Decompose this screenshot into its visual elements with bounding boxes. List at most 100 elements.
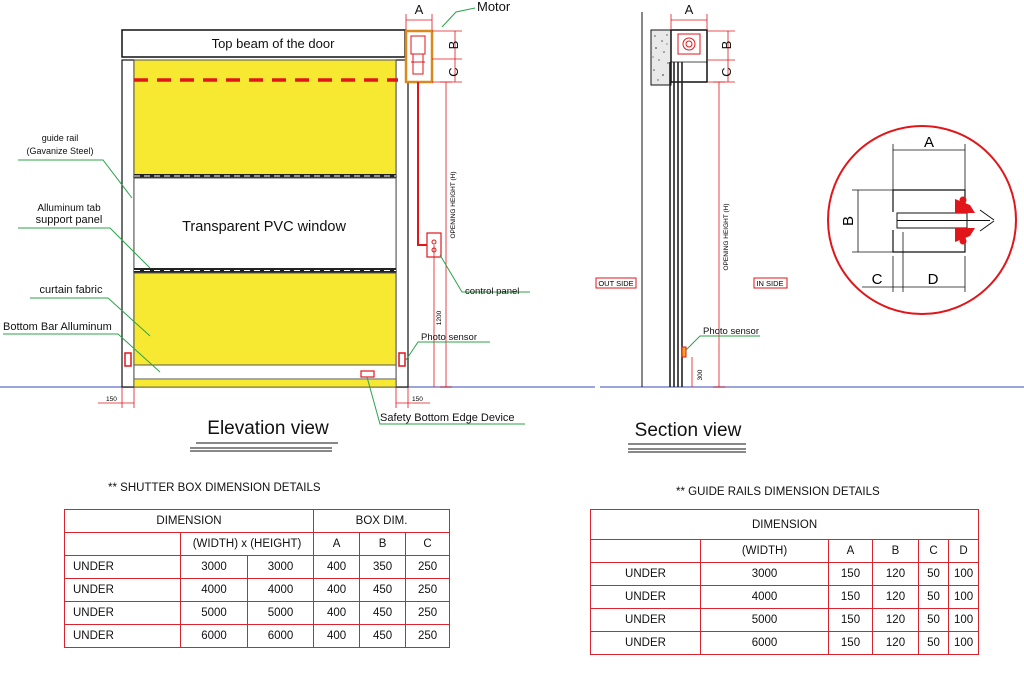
table-cell: 250 xyxy=(405,624,451,648)
table-cell: 6000 xyxy=(700,631,829,655)
table-cell: UNDER xyxy=(590,585,701,609)
table-cell: 6000 xyxy=(180,624,248,648)
table-row: UNDER 5000 5000 400 450 250 xyxy=(64,601,451,625)
box-dim-a: A xyxy=(415,2,424,17)
pvc-window-label: Transparent PVC window xyxy=(182,219,346,235)
table-cell: UNDER xyxy=(64,624,181,648)
safety-edge-box xyxy=(360,370,375,378)
inside-label: IN SIDE xyxy=(756,279,783,288)
table-cell: 400 xyxy=(313,601,361,625)
control-panel-label: control panel xyxy=(465,286,519,297)
detail-a: A xyxy=(924,134,934,151)
rail-col-a: A xyxy=(828,539,873,563)
bottom-bar-label: Bottom Bar Alluminum xyxy=(3,321,112,333)
motor-label: Motor xyxy=(477,0,511,14)
table-cell: 250 xyxy=(405,578,451,602)
rail-header-blank xyxy=(590,539,701,563)
rail-header-width: (WIDTH) xyxy=(700,539,829,563)
section-dim-b: B xyxy=(719,41,734,50)
table-cell: 450 xyxy=(359,578,407,602)
table-cell: 120 xyxy=(872,562,919,586)
inside-tag xyxy=(753,277,788,289)
guide-rail-label-1: guide rail xyxy=(42,133,79,143)
table-cell: 150 xyxy=(828,562,873,586)
detail-d: D xyxy=(928,271,939,288)
bottom-bar xyxy=(133,364,397,380)
table-cell: 450 xyxy=(359,601,407,625)
table-cell: UNDER xyxy=(590,562,701,586)
shutter-col-b: B xyxy=(359,532,407,556)
rail-detail: A B C D xyxy=(827,125,1017,315)
table-cell: 4000 xyxy=(700,585,829,609)
shutter-col-c: C xyxy=(405,532,451,556)
curtain-lower xyxy=(133,272,397,366)
section-opening-height: OPENING HEIGHT (H) xyxy=(723,203,730,270)
guide-rail-table: DIMENSION (WIDTH) A B C D UNDER 3000 150… xyxy=(589,509,980,655)
curtain-upper xyxy=(133,59,397,176)
table-cell: 5000 xyxy=(180,601,248,625)
table-cell: 50 xyxy=(918,631,949,655)
shutter-col-a: A xyxy=(313,532,361,556)
table-cell: 120 xyxy=(872,608,919,632)
table-cell: 6000 xyxy=(246,624,315,648)
photo-sensor-label-sect: Photo sensor xyxy=(703,326,759,337)
section-view: A B C OPENING HEIGHT (H) 300 OUT SIDE IN… xyxy=(595,2,788,453)
table-cell: 250 xyxy=(405,555,451,579)
rail-table-title: ** GUIDE RAILS DIMENSION DETAILS xyxy=(676,486,880,498)
rail-header-dimension: DIMENSION xyxy=(589,509,980,540)
guide-rail-label-2: (Gavanize Steel) xyxy=(26,146,93,156)
table-cell: 50 xyxy=(918,608,949,632)
bottom-strip xyxy=(133,378,397,388)
table-cell: 120 xyxy=(872,631,919,655)
control-cable xyxy=(417,82,428,246)
photo-sensor-label-elev: Photo sensor xyxy=(421,332,477,343)
table-cell: 4000 xyxy=(180,578,248,602)
section-view-title: Section view xyxy=(635,420,742,441)
table-cell: 100 xyxy=(947,608,980,632)
table-cell: UNDER xyxy=(590,631,701,655)
photo-sensor-right xyxy=(398,352,406,367)
table-row: UNDER 6000 6000 400 450 250 xyxy=(64,624,451,648)
shutter-header-blank xyxy=(64,532,181,556)
outside-label: OUT SIDE xyxy=(598,279,633,288)
outside-tag xyxy=(595,277,637,289)
table-cell: 100 xyxy=(947,562,980,586)
opening-height-label: OPENING HEIGHT (H) xyxy=(450,171,457,238)
shutter-header-wh: (WIDTH) x (HEIGHT) xyxy=(179,532,315,556)
section-dim-300: 300 xyxy=(697,369,704,380)
safety-edge-label: Safety Bottom Edge Device xyxy=(380,412,515,424)
table-cell: 400 xyxy=(313,578,361,602)
box-dim-c: C xyxy=(446,67,461,76)
table-row: UNDER 4000 4000 400 450 250 xyxy=(64,578,451,602)
table-cell: 400 xyxy=(313,555,361,579)
concrete-wall xyxy=(650,29,672,86)
table-cell: UNDER xyxy=(590,608,701,632)
rail-col-b: B xyxy=(872,539,919,563)
table-cell: UNDER xyxy=(64,601,181,625)
table-row: UNDER 5000 150 120 50 100 xyxy=(590,608,980,632)
table-cell: 50 xyxy=(918,585,949,609)
section-photo-sensor xyxy=(681,346,687,358)
table-cell: 150 xyxy=(828,631,873,655)
dim-150-right: 150 xyxy=(412,396,423,403)
box-dim-b: B xyxy=(446,41,461,50)
shutter-header-box: BOX DIM. xyxy=(313,509,451,533)
table-cell: 5000 xyxy=(246,601,315,625)
table-cell: 3000 xyxy=(700,562,829,586)
table-cell: 100 xyxy=(947,585,980,609)
table-row: UNDER 3000 150 120 50 100 xyxy=(590,562,980,586)
top-beam-label: Top beam of the door xyxy=(212,36,336,51)
table-cell: 3000 xyxy=(180,555,248,579)
detail-b: B xyxy=(840,216,857,226)
section-dim-c: C xyxy=(719,67,734,76)
table-cell: 250 xyxy=(405,601,451,625)
table-row: UNDER 6000 150 120 50 100 xyxy=(590,631,980,655)
table-cell: 450 xyxy=(359,624,407,648)
table-cell: 150 xyxy=(828,585,873,609)
right-guide-rail xyxy=(395,59,409,388)
dim-150-left: 150 xyxy=(106,396,117,403)
table-cell: 4000 xyxy=(246,578,315,602)
table-cell: UNDER xyxy=(64,555,181,579)
table-cell: 350 xyxy=(359,555,407,579)
table-cell: 400 xyxy=(313,624,361,648)
